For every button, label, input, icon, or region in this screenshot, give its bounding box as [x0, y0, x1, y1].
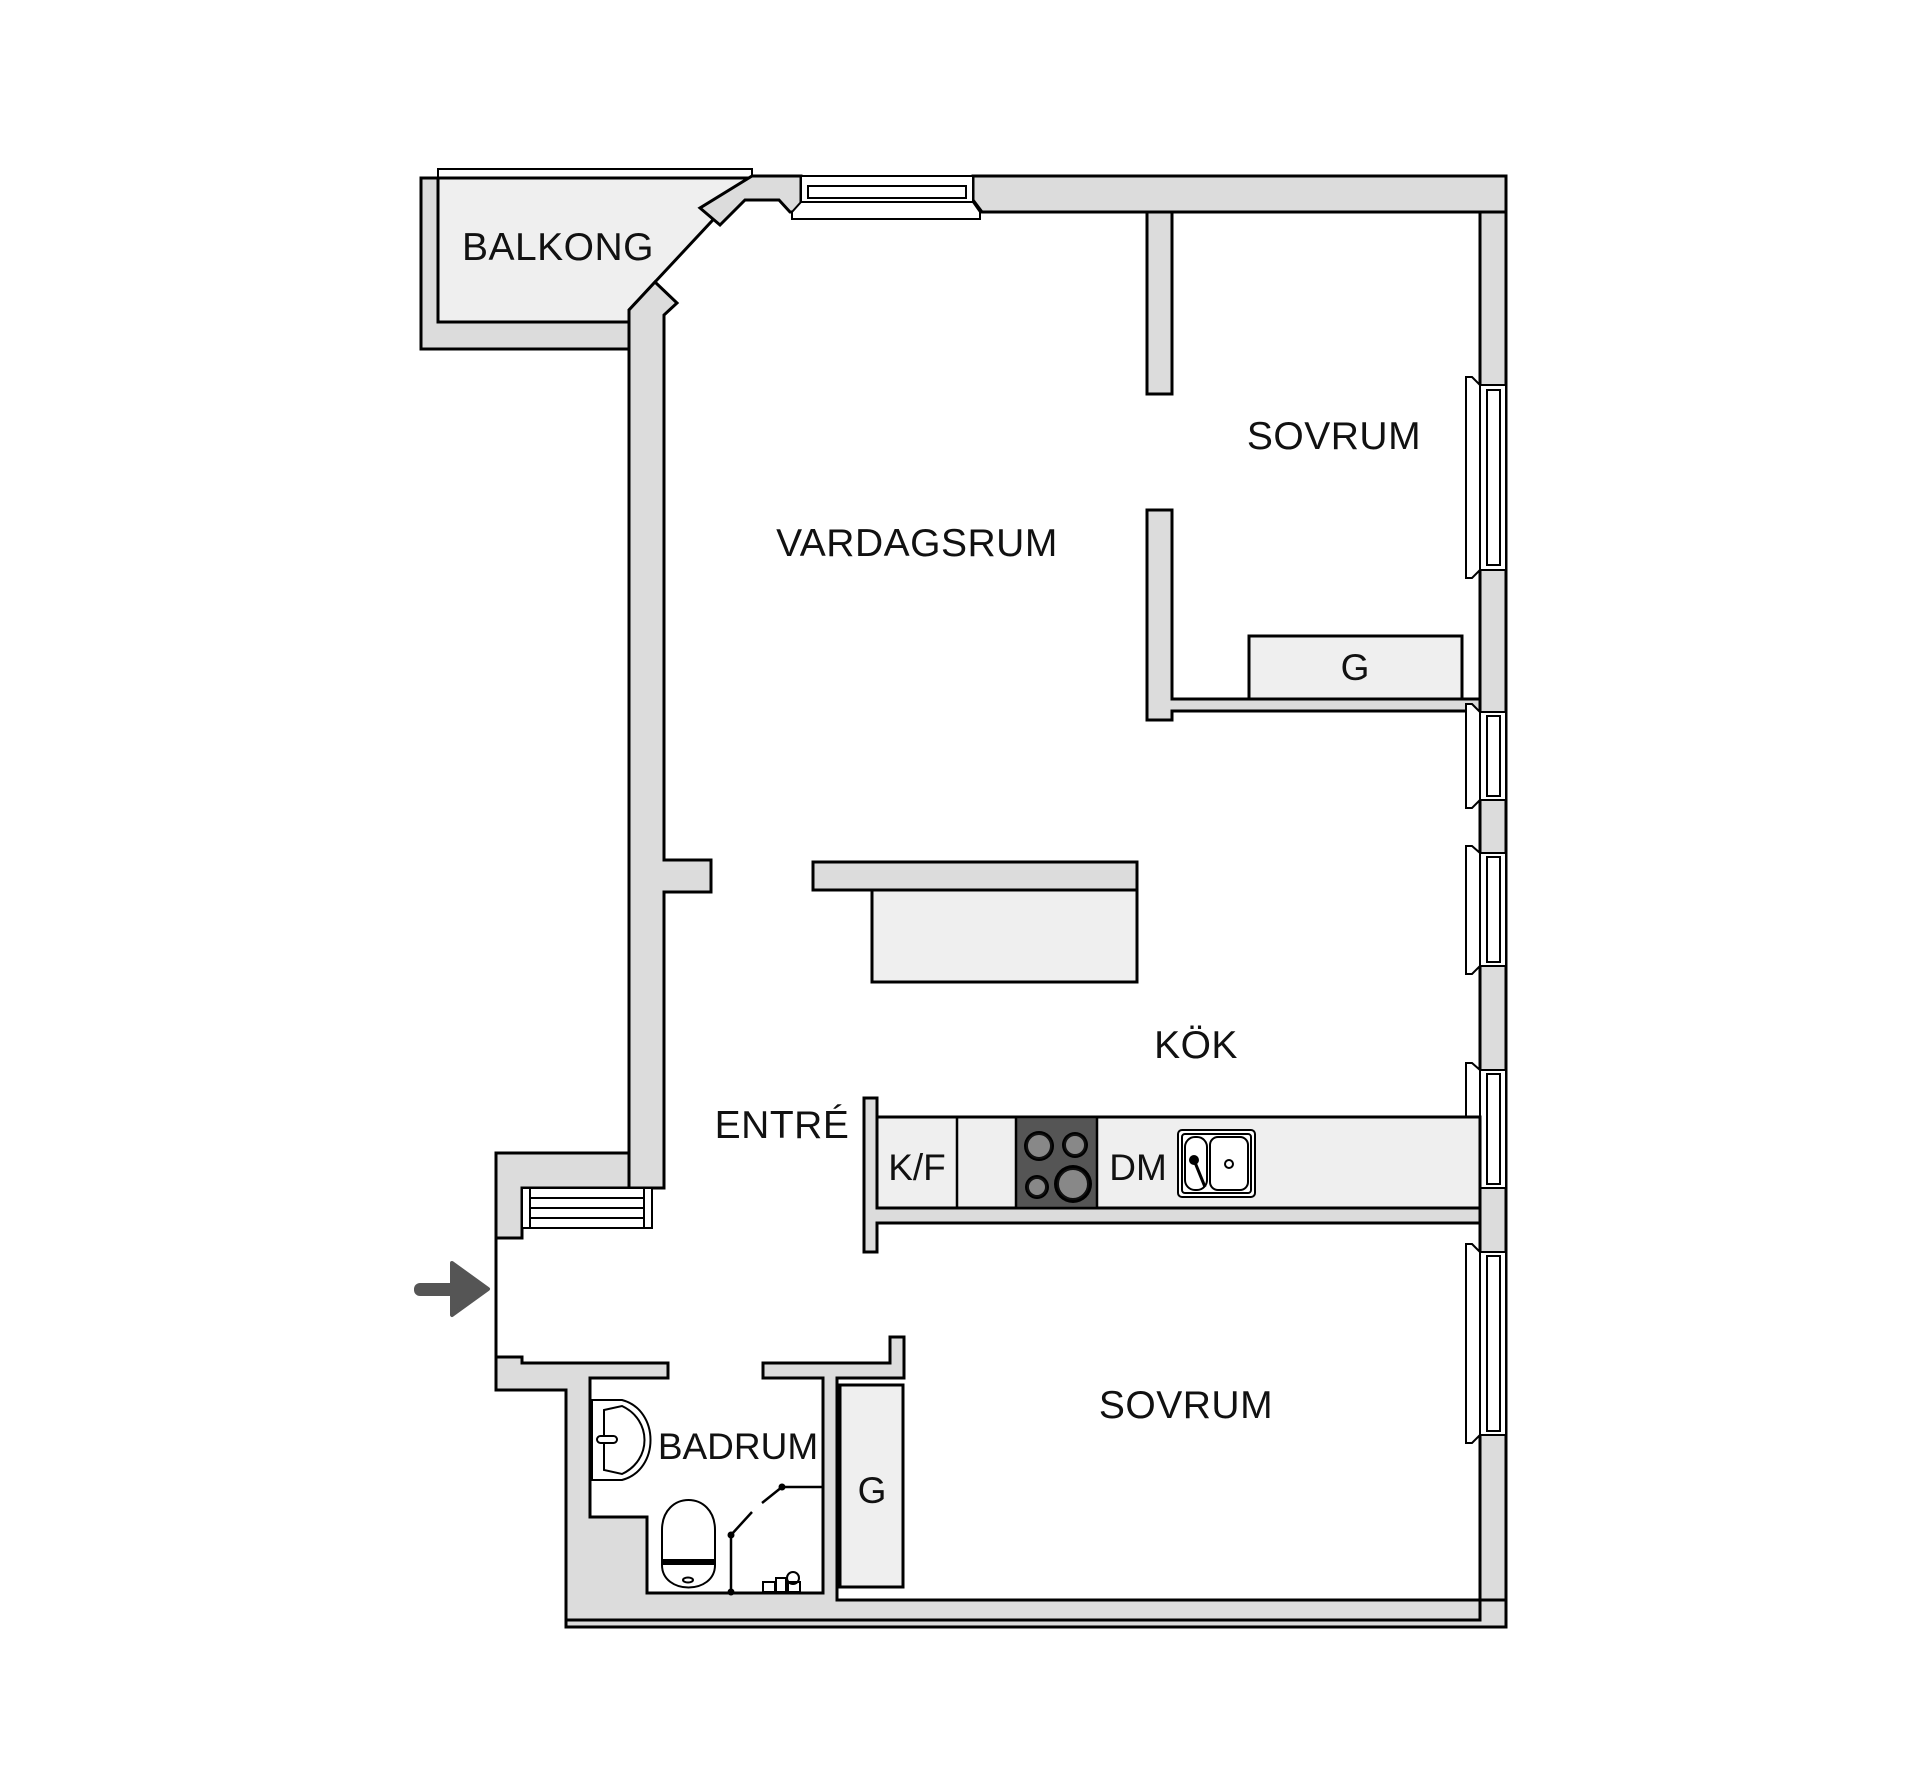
island-wall	[811, 860, 1139, 892]
window-right-4	[1465, 1062, 1507, 1197]
kitchen-counter: K/F DM	[875, 1115, 1482, 1210]
partition-upper	[1145, 210, 1174, 396]
dishwasher-label: DM	[1109, 1147, 1167, 1188]
room-label-balkong: BALKONG	[462, 226, 654, 269]
room-label-badrum: BADRUM	[658, 1426, 818, 1467]
wardrobe-label: G	[1341, 647, 1370, 688]
window-top	[791, 175, 981, 220]
wardrobe-hall-label: G	[858, 1470, 887, 1511]
top-wall	[971, 174, 1508, 214]
washbasin-icon	[591, 1399, 652, 1481]
window-right-2	[1465, 703, 1507, 809]
room-label-sovrum-1: SOVRUM	[1247, 415, 1421, 458]
fridge-freezer-label: K/F	[888, 1147, 946, 1188]
wardrobe-hall: G	[838, 1383, 905, 1589]
toilet-icon	[661, 1499, 716, 1589]
room-label-sovrum-2: SOVRUM	[1099, 1384, 1273, 1427]
kitchen-sink-icon	[1177, 1129, 1256, 1198]
window-right-1	[1465, 376, 1507, 579]
entrance-arrow-icon	[414, 1261, 490, 1317]
window-right-3	[1465, 845, 1507, 975]
entry-shelf	[521, 1187, 653, 1229]
bathroom-walls	[494, 1335, 1482, 1622]
room-label-kok: KÖK	[1154, 1024, 1238, 1067]
room-label-entre: ENTRÉ	[715, 1104, 850, 1147]
shower-screen-icon	[727, 1483, 823, 1596]
wardrobe-sovrum-1: G	[1247, 634, 1464, 701]
window-right-5	[1465, 1243, 1507, 1444]
windows	[521, 175, 1507, 1444]
bottom-outer-wall	[564, 1598, 1508, 1629]
washing-machine-icon	[762, 1571, 801, 1593]
room-label-vardagsrum: VARDAGSRUM	[776, 522, 1058, 565]
cooktop-icon	[1014, 1115, 1099, 1210]
living-room-left-wall	[627, 279, 713, 1190]
kitchen-island	[870, 888, 1139, 984]
